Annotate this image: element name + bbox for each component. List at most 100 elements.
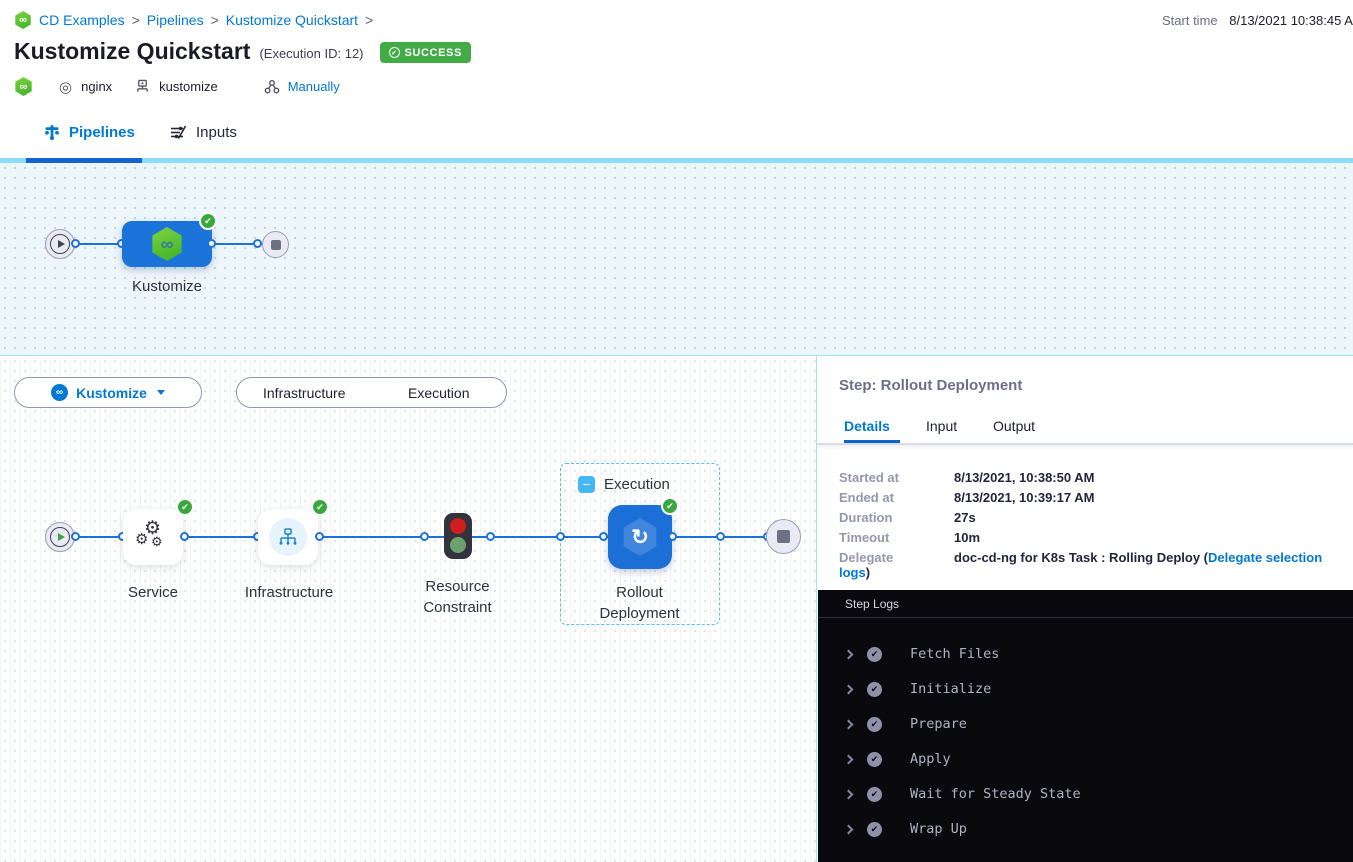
tab-output[interactable]: Output: [993, 418, 1036, 434]
step-logs-header: Step Logs: [818, 590, 1353, 618]
log-section-wait-for-steady-state[interactable]: ✔ Wait for Steady State: [818, 783, 1353, 805]
step-node-service[interactable]: ⚙ ⚙ ⚙: [123, 509, 183, 565]
check-circle-icon: ✔: [867, 681, 882, 697]
log-section-fetch-files[interactable]: ✔ Fetch Files: [818, 643, 1353, 665]
pipeline-meta-row: ∞ ◎ nginx kustomize Manually: [14, 77, 340, 96]
breadcrumb-kustomize-quickstart[interactable]: Kustomize Quickstart: [225, 12, 359, 28]
play-icon: [50, 527, 70, 547]
execution-id: (Execution ID: 12): [259, 46, 364, 61]
detail-label: Ended at: [839, 490, 894, 505]
infrastructure-icon: [269, 518, 307, 556]
execution-start-node[interactable]: [45, 522, 75, 552]
stage-end-node[interactable]: [262, 231, 289, 258]
detail-row-timeout: Timeout 10m: [839, 530, 980, 545]
step-node-infrastructure[interactable]: [258, 509, 318, 565]
breadcrumb-pipelines[interactable]: Pipelines: [146, 12, 204, 28]
step-label-rollout-deployment: Rollout Deployment: [599, 584, 680, 622]
chevron-right-icon[interactable]: [843, 684, 854, 694]
stage-graph-canvas[interactable]: ∞ ✔ Kustomize: [0, 163, 1353, 355]
step-label-infrastructure: Infrastructure: [244, 584, 334, 601]
step-label-service: Service: [127, 584, 179, 601]
chevron-right-icon[interactable]: [843, 719, 854, 729]
chevron-right-icon[interactable]: [843, 649, 854, 659]
connector-dot: [716, 532, 725, 541]
harness-stage-icon: ∞: [51, 384, 69, 401]
stop-icon: [777, 530, 790, 543]
tab-pipelines-label: Pipelines: [69, 124, 135, 141]
breadcrumb-separator: >: [365, 12, 374, 28]
environment-name[interactable]: kustomize: [159, 79, 218, 94]
log-section-initialize[interactable]: ✔ Initialize: [818, 678, 1353, 700]
trigger-icon: [264, 79, 280, 95]
stage-selector-label: Kustomize: [76, 384, 147, 401]
service-name[interactable]: nginx: [81, 79, 113, 94]
log-section-prepare[interactable]: ✔ Prepare: [818, 713, 1353, 735]
stage-label: Kustomize: [131, 278, 203, 295]
view-toggle: Infrastructure Execution: [236, 377, 507, 408]
connector-dot: [556, 532, 565, 541]
stage-node-kustomize[interactable]: ∞: [122, 221, 212, 267]
toggle-infrastructure[interactable]: Infrastructure: [263, 384, 346, 401]
check-circle-icon: ✔: [867, 646, 882, 662]
connector-dot: [180, 532, 189, 541]
start-time-value: 8/13/2021 10:38:45 AM: [1229, 13, 1353, 28]
detail-label: Duration: [839, 510, 893, 525]
detail-value: 10m: [954, 530, 981, 545]
detail-value: 8/13/2021, 10:39:17 AM: [954, 490, 1095, 505]
connector-dot: [207, 239, 216, 248]
step-success-badge: ✔: [661, 497, 679, 515]
panel-title: Step: Rollout Deployment: [839, 377, 1023, 394]
detail-value: 8/13/2021, 10:38:50 AM: [954, 470, 1095, 485]
status-badge: ✔ SUCCESS: [379, 42, 471, 63]
log-section-label: Initialize: [910, 681, 992, 697]
step-node-rollout-deployment[interactable]: ↻: [608, 505, 672, 569]
check-circle-icon: ✔: [867, 751, 882, 767]
execution-group-label: Execution: [604, 476, 670, 493]
breadcrumb-cd-examples[interactable]: CD Examples: [39, 12, 125, 28]
execution-step-group[interactable]: − Execution: [560, 463, 720, 625]
gears-icon: ⚙ ⚙ ⚙: [135, 518, 163, 549]
traffic-light-green: [450, 537, 466, 553]
detail-value: doc-cd-ng for K8s Task : Rolling Deploy …: [954, 550, 1208, 565]
rollout-refresh-icon: ↻: [623, 518, 657, 556]
tab-pipelines[interactable]: Pipelines: [44, 124, 135, 141]
connector-dot: [253, 239, 262, 248]
trigger-label[interactable]: Manually: [287, 79, 340, 94]
log-section-apply[interactable]: ✔ Apply: [818, 748, 1353, 770]
log-section-wrap-up[interactable]: ✔ Wrap Up: [818, 818, 1353, 840]
tab-input[interactable]: Input: [926, 418, 958, 434]
connector-dot: [599, 532, 608, 541]
step-logs-panel: Step Logs ✔ Fetch Files ✔ Initialize ✔ P…: [818, 590, 1353, 862]
execution-canvas[interactable]: ∞ Kustomize Infrastructure Execution ⚙ ⚙…: [0, 356, 816, 862]
step-node-resource-constraint[interactable]: [444, 513, 472, 559]
tab-inputs[interactable]: Inputs: [170, 124, 237, 141]
toggle-execution[interactable]: Execution: [408, 384, 470, 401]
stage-start-node[interactable]: [45, 229, 75, 259]
breadcrumb-separator: >: [210, 12, 219, 28]
breadcrumb: ∞ CD Examples > Pipelines > Kustomize Qu…: [14, 11, 373, 29]
connector-dot: [486, 532, 495, 541]
chevron-right-icon[interactable]: [843, 824, 854, 834]
environment-icon: [135, 79, 150, 94]
chevron-right-icon[interactable]: [843, 754, 854, 764]
section-divider: [0, 355, 1353, 356]
tab-details[interactable]: Details: [844, 418, 890, 434]
start-time: Start time 8/13/2021 10:38:45 AM: [1162, 13, 1353, 28]
connector-dot: [71, 532, 80, 541]
delegate-selection-logs-link[interactable]: Delegate selection logs: [839, 550, 1323, 580]
chevron-right-icon[interactable]: [843, 789, 854, 799]
stage-selector-dropdown[interactable]: ∞ Kustomize: [14, 377, 202, 408]
log-section-label: Apply: [910, 751, 951, 767]
collapse-icon[interactable]: −: [578, 476, 595, 493]
connector-dot: [315, 532, 324, 541]
panel-tab-underline: [844, 440, 900, 443]
execution-end-node[interactable]: [766, 519, 801, 554]
detail-row-ended-at: Ended at 8/13/2021, 10:39:17 AM: [839, 490, 1094, 505]
detail-label: Timeout: [839, 530, 890, 545]
tab-underline-active: [26, 158, 142, 163]
detail-value-suffix: ): [865, 565, 871, 580]
harness-logo-icon: ∞: [15, 11, 31, 29]
